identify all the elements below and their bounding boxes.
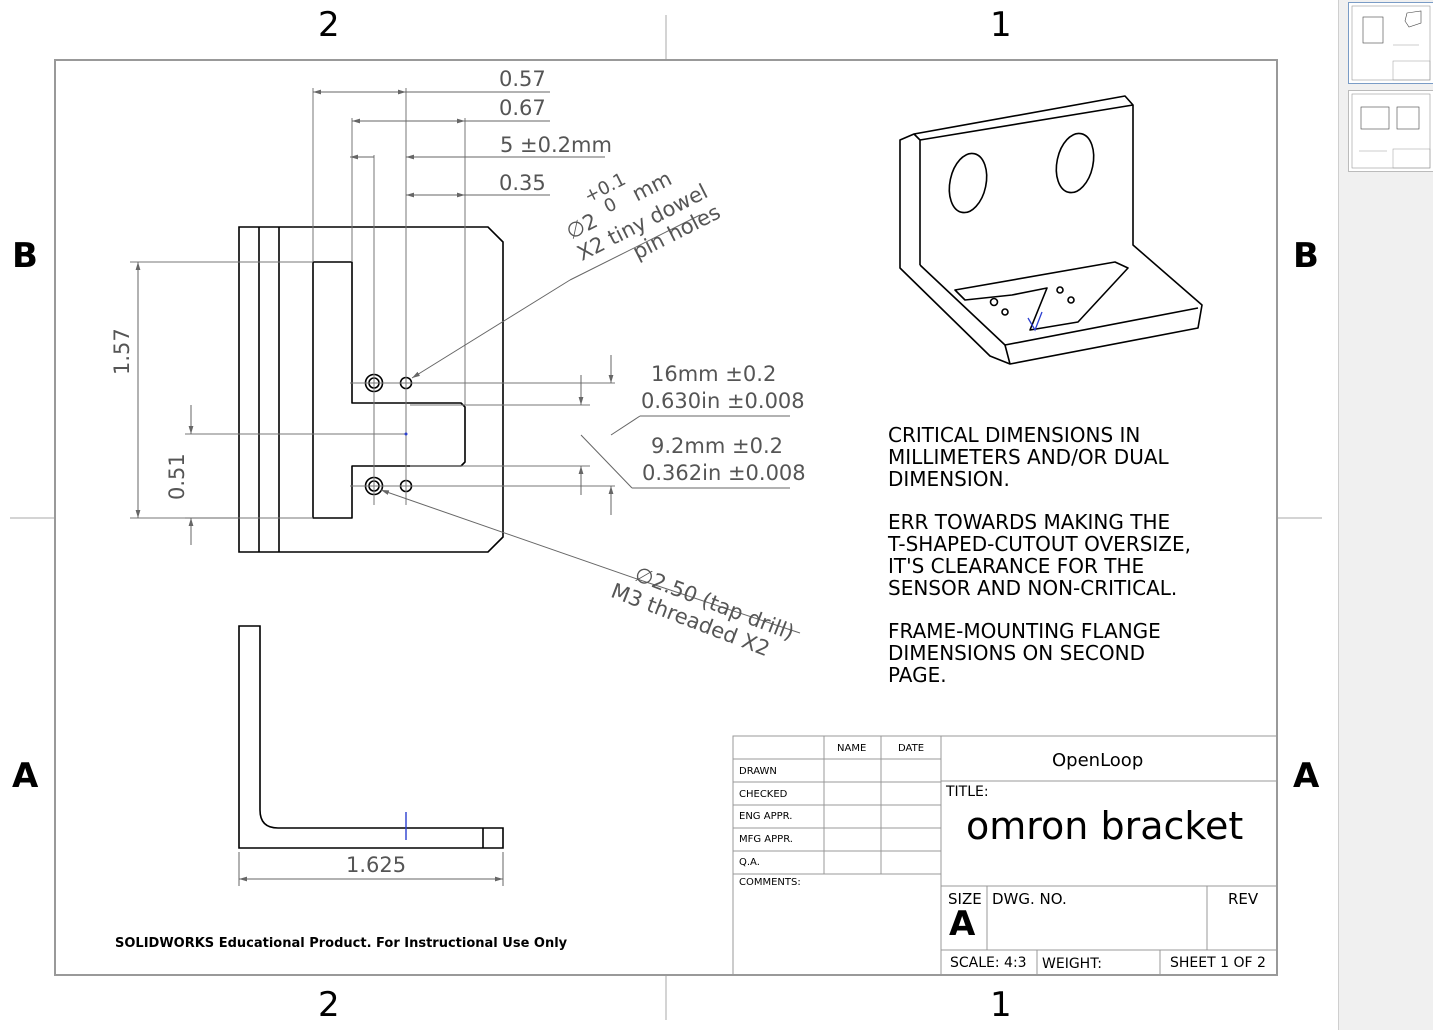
side-view: [238, 625, 504, 849]
note-flange-dimensions: FRAME-MOUNTING FLANGE DIMENSIONS ON SECO…: [888, 619, 1161, 687]
dim-0-362in[interactable]: 0.362in ±0.008: [642, 461, 806, 485]
note-critical-dimensions: CRITICAL DIMENSIONS IN MILLIMETERS AND/O…: [888, 423, 1169, 491]
tb-size: A: [949, 904, 976, 944]
dim-0-51[interactable]: 0.51: [165, 453, 189, 500]
sheet-1-thumbnail[interactable]: [1348, 2, 1433, 84]
dim-1-57[interactable]: 1.57: [110, 328, 134, 375]
note-t-cutout: ERR TOWARDS MAKING THE T-SHAPED-CUTOUT O…: [888, 510, 1191, 600]
tb-weight: WEIGHT:: [1042, 956, 1102, 972]
zone-row-b-right: B: [1293, 236, 1319, 276]
tb-row-qa: Q.A.: [739, 857, 760, 868]
leader-lines: [380, 214, 801, 634]
zone-row-a-left: A: [12, 756, 39, 796]
educational-notice: SOLIDWORKS Educational Product. For Inst…: [115, 936, 568, 951]
dim-0-630in[interactable]: 0.630in ±0.008: [641, 389, 805, 413]
tb-comments: COMMENTS:: [739, 877, 801, 888]
zone-ticks: [10, 15, 1322, 1020]
right-dimensions: [578, 355, 790, 515]
sheet-2-thumbnail[interactable]: [1348, 90, 1433, 172]
tb-col-date: DATE: [898, 743, 925, 754]
dim-1-625[interactable]: 1.625: [346, 853, 407, 877]
tb-rev-label: REV: [1228, 890, 1259, 908]
sheet-border: [54, 59, 1278, 976]
dim-0-67[interactable]: 0.67: [499, 96, 546, 120]
sheet-thumbnail-panel: [1338, 0, 1433, 1030]
isometric-view: [899, 95, 1203, 365]
zone-col-1-top: 1: [990, 5, 1012, 45]
dim-5mm[interactable]: 5 ±0.2mm: [500, 133, 612, 157]
tb-size-label: SIZE: [948, 890, 982, 908]
dim-0-57[interactable]: 0.57: [499, 67, 546, 91]
zone-row-a-right: A: [1293, 756, 1320, 796]
sheet-2-preview-icon: [1351, 93, 1431, 169]
tb-title-label: TITLE:: [946, 784, 989, 800]
tb-row-checked: CHECKED: [739, 789, 788, 800]
left-dimensions: [135, 262, 239, 545]
front-view: [238, 226, 504, 553]
tb-row-drawn: DRAWN: [739, 766, 777, 777]
tb-scale: SCALE: 4:3: [950, 955, 1027, 971]
tb-sheet: SHEET 1 OF 2: [1170, 955, 1266, 971]
title-block-lines: [732, 735, 1278, 976]
dim-16mm[interactable]: 16mm ±0.2: [651, 362, 777, 386]
drawing-sheet: 2 1 2 1 B B A A 0.57 0.67 5 ±0.2mm 0.35 …: [10, 5, 1322, 1025]
tb-dwg-no-label: DWG. NO.: [992, 890, 1067, 908]
tb-col-name: NAME: [837, 743, 867, 754]
tb-company: OpenLoop: [1052, 750, 1144, 771]
zone-col-2-top: 2: [318, 5, 340, 45]
zone-col-1-bottom: 1: [990, 985, 1012, 1025]
drawing-graphics: [10, 15, 1322, 1020]
dim-9-2mm[interactable]: 9.2mm ±0.2: [651, 434, 783, 458]
top-dimensions: [313, 89, 605, 198]
zone-row-b-left: B: [12, 236, 38, 276]
zone-col-2-bottom: 2: [318, 985, 340, 1025]
tb-row-mfg-appr: MFG APPR.: [739, 834, 793, 845]
sheet-1-preview-icon: [1351, 5, 1431, 81]
dim-0-35[interactable]: 0.35: [499, 171, 546, 195]
tb-title[interactable]: omron bracket: [966, 804, 1244, 848]
side-view-dimension: [238, 852, 504, 886]
tb-row-eng-appr: ENG APPR.: [739, 811, 793, 822]
